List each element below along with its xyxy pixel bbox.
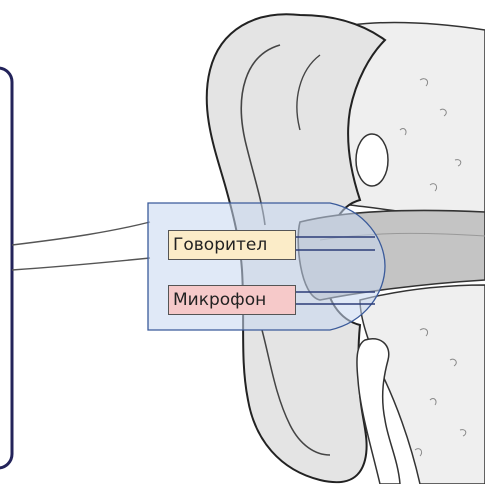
cable-upper-line: [12, 222, 150, 245]
microphone-label: Микрофон: [168, 285, 296, 315]
bony-cavity-upper: [356, 134, 388, 186]
cable-lower-line: [12, 258, 150, 270]
speaker-label: Говорител: [168, 230, 296, 260]
device-body: [0, 68, 12, 468]
